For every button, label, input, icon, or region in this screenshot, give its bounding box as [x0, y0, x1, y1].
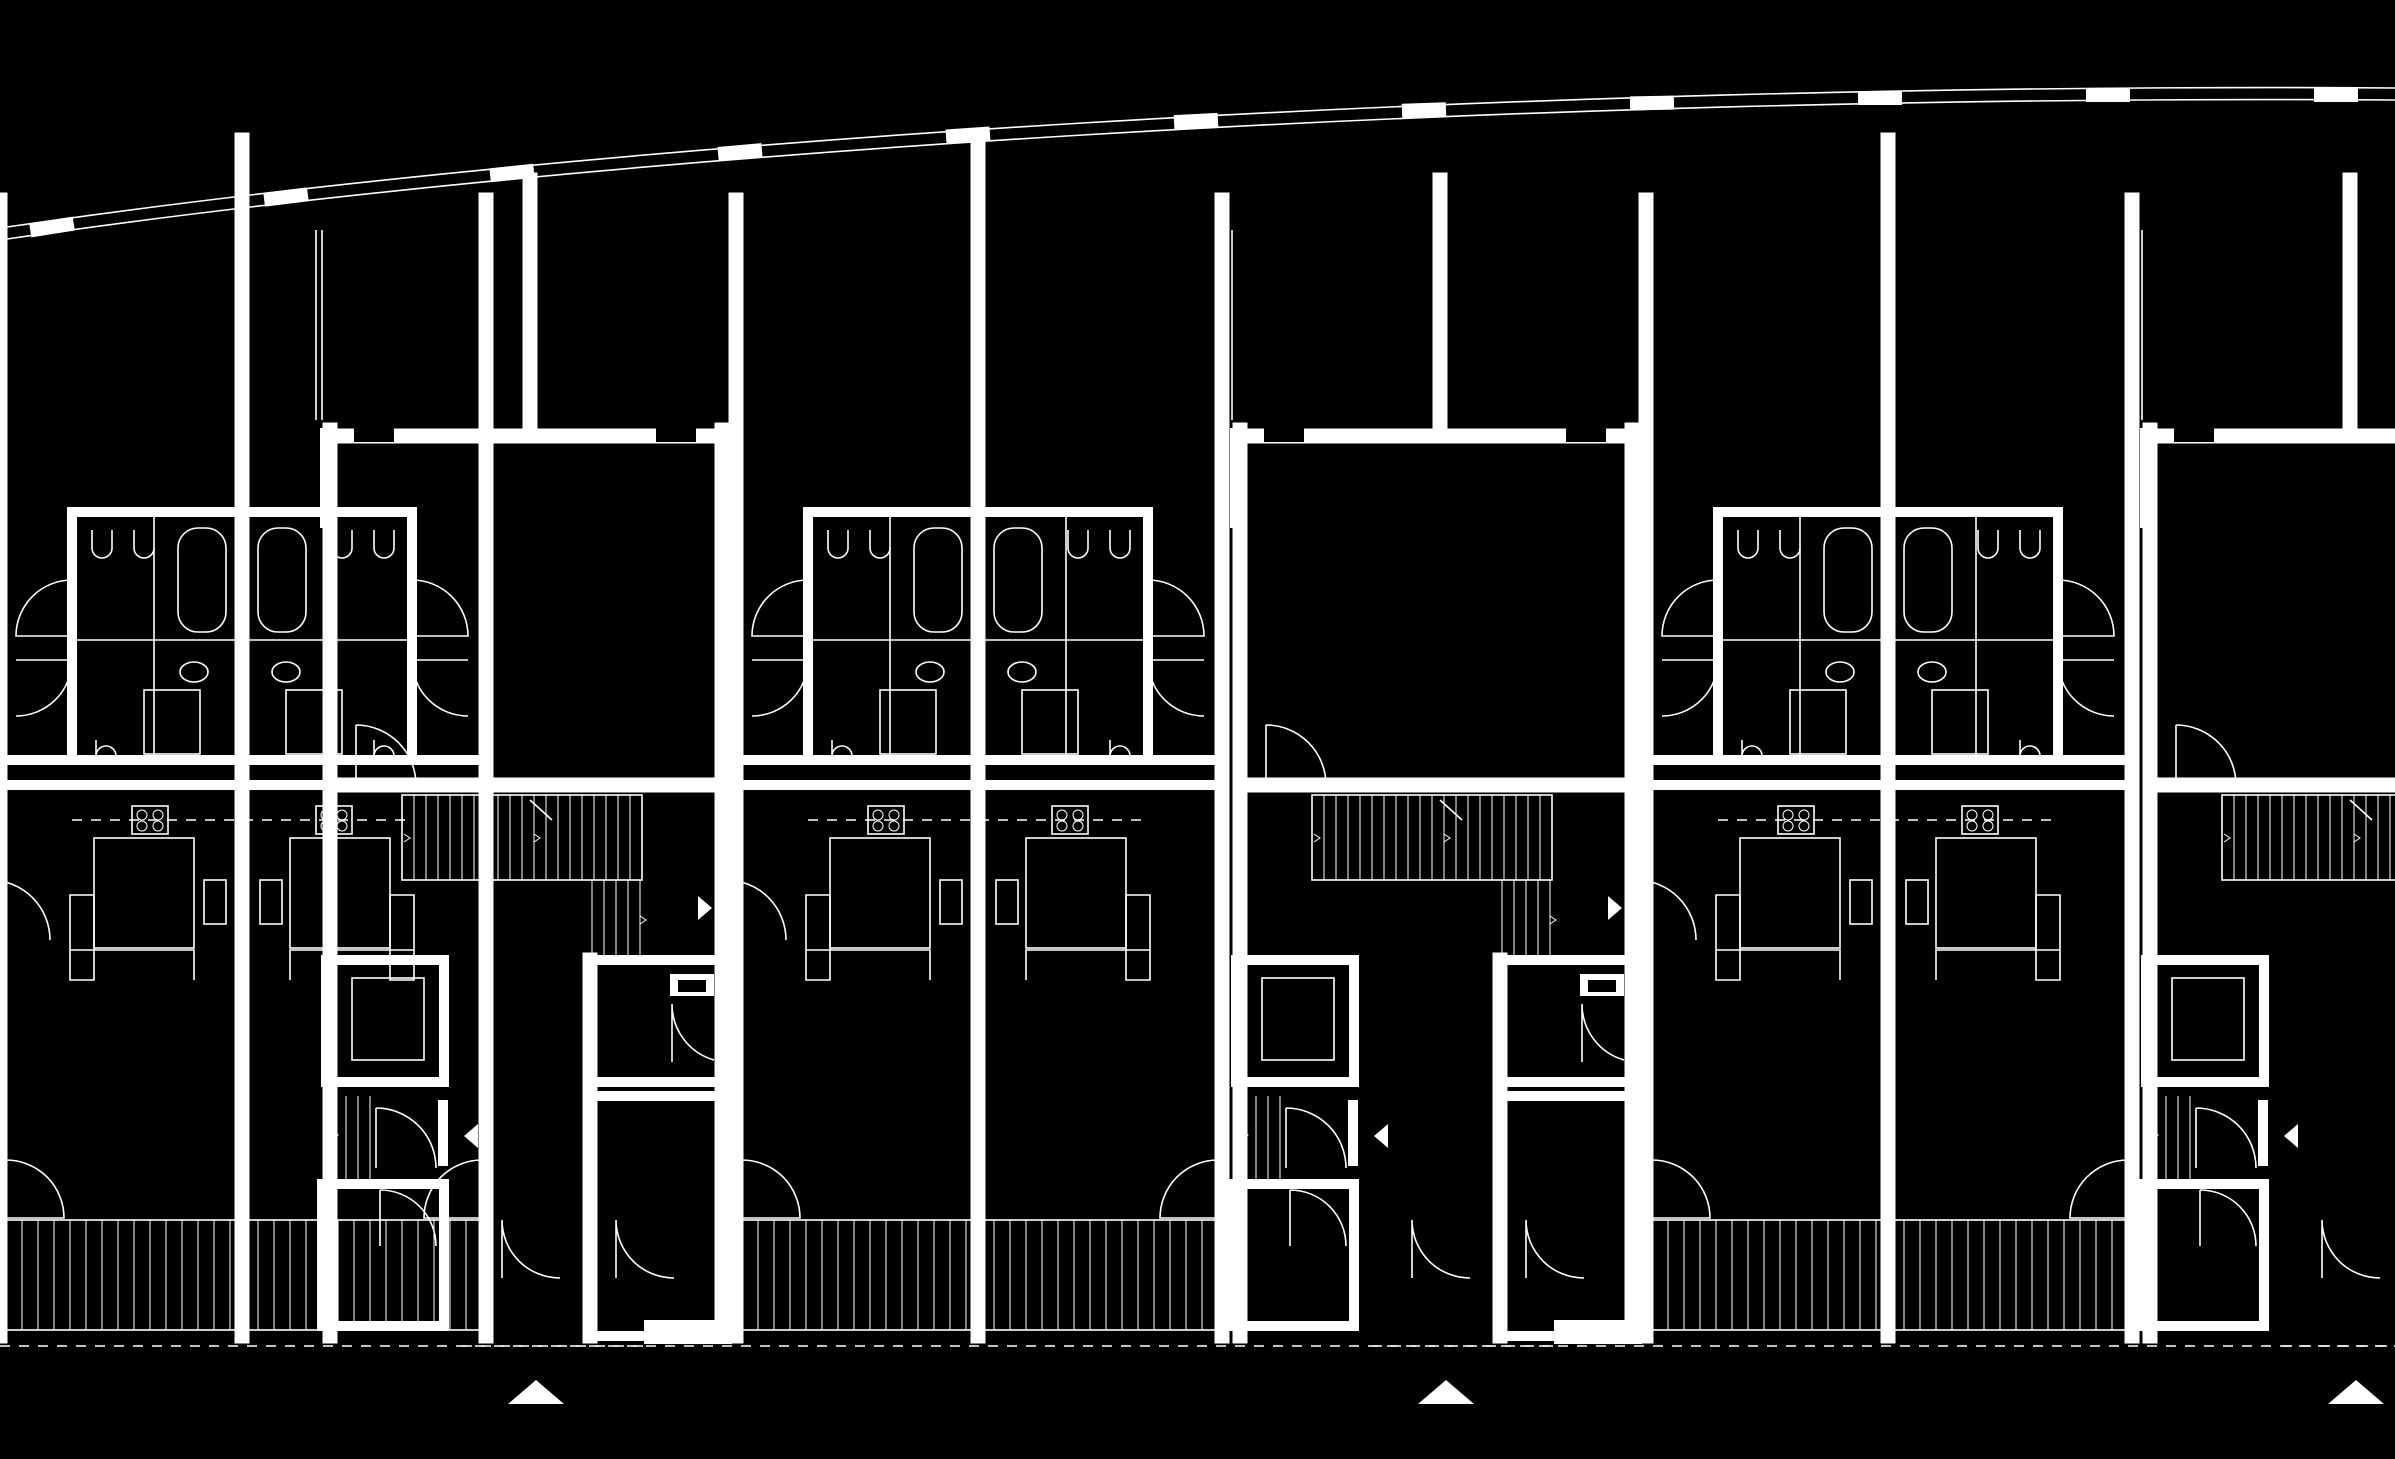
floor-plan-drawing	[0, 86, 2395, 1459]
